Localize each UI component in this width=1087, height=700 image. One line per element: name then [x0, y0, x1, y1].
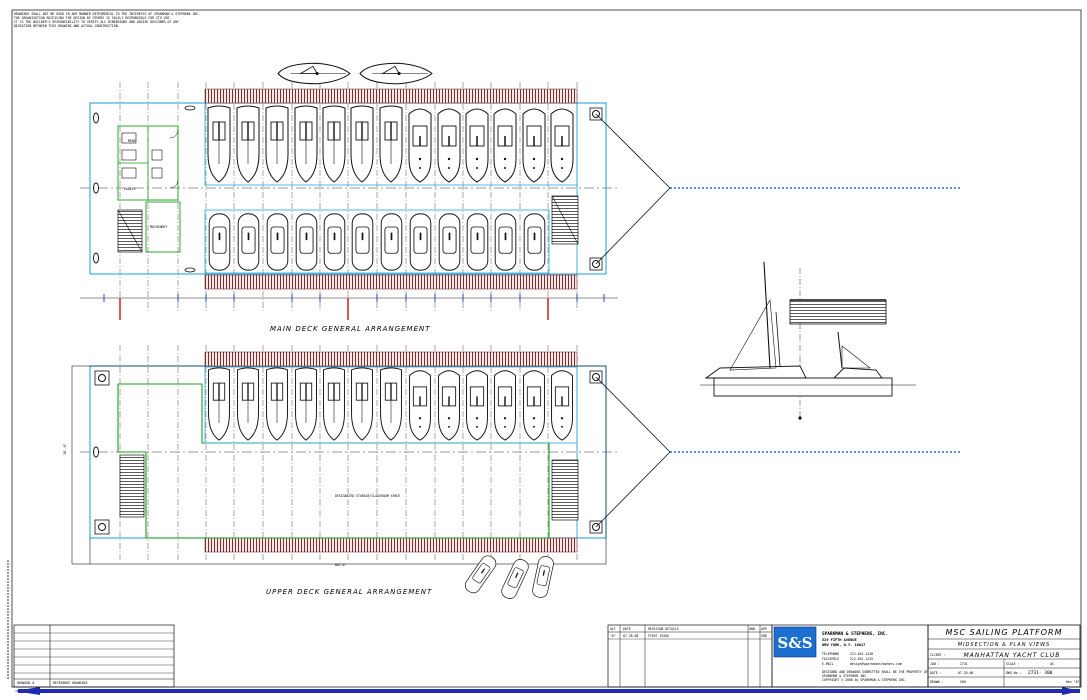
title-block: MSC SAILING PLATFORM MIDSECTION & PLAN V… — [927, 624, 1081, 688]
midsection-view — [700, 261, 916, 420]
reference-col-header: DRAWING # — [17, 681, 34, 685]
dwg-label: DWG No : — [1006, 671, 1021, 675]
drawing-subtitle: MIDSECTION & PLAN VIEWS — [958, 642, 1050, 648]
reference-col-header: REFERENCE DRAWINGS — [53, 681, 88, 685]
revision-table: ALT DATE REVISION DETAILS DWN APP "0" 07… — [607, 624, 773, 688]
date-label: DATE : — [930, 671, 942, 675]
company-note: DESIGNED AND DRAWING SUBMITTED SHALL BE … — [822, 670, 928, 674]
job-label: JOB : — [930, 662, 940, 666]
drawn-value: SHU — [960, 680, 966, 684]
revision-col-header: DWN — [749, 627, 755, 631]
revision-col-header: APP — [761, 627, 767, 631]
company-name: SPARKMAN & STEPHENS, INC. — [822, 631, 888, 637]
main-deck-rail-top — [204, 88, 578, 104]
sailboat-side — [359, 62, 433, 85]
scale-value: AS — [1050, 662, 1054, 666]
stacked-boats — [461, 552, 556, 602]
company-contact-label: E-MAIL — [822, 662, 834, 666]
upper-deck-rail-bottom — [204, 537, 578, 553]
note-line: IT IS THE BUILDER'S RESPONSIBILITY TO VE… — [14, 20, 179, 24]
upper-deck-rail-top — [204, 351, 578, 367]
client-label: CLIENT : — [930, 653, 945, 657]
job-number: 2731 — [960, 662, 968, 666]
company-logo-text: S&S — [777, 634, 812, 652]
company-address: NEW YORK, N.Y. 10017 — [822, 643, 865, 647]
date-value: 07-28-08 — [958, 671, 973, 675]
revision-col-header: ALT — [610, 627, 616, 631]
bottom-blue-strip — [18, 689, 1080, 693]
client-name: MANHATTAN YACHT CLUB — [964, 652, 1061, 659]
note-line: DRAWINGS SHALL NOT BE USED IN ANY MANNER… — [14, 12, 200, 16]
machinery-room — [145, 201, 181, 253]
note-line: THE ORGANIZATION RECEIVING THE DESIGN BY… — [14, 16, 171, 20]
drawn-label: DRAWN : — [930, 680, 944, 684]
main-deck-rail-bottom — [204, 274, 578, 290]
company-copyright: COPYRIGHT © 2008 by SPARKMAN & STEPHENS … — [822, 678, 907, 682]
company-phone: 212-661-1240 — [850, 652, 873, 656]
dimension-label: 30'-0" — [63, 443, 67, 455]
upper-deck-stair-left — [119, 454, 145, 518]
sailboat-side — [277, 62, 351, 85]
reference-drawings-table: DRAWING # REFERENCE DRAWINGS — [13, 624, 175, 688]
company-fax: 212-661-1235 — [850, 657, 873, 661]
scale-label: SCALE : — [1006, 662, 1020, 666]
revision-col-header: REVISION DETAILS — [648, 627, 679, 631]
revision-cell: FIRST ISSUE — [648, 634, 669, 638]
company-note: SPARKMAN & STEPHENS INC. — [822, 674, 868, 678]
sheet-border — [11, 9, 1082, 688]
main-deck-title: MAIN DECK GENERAL ARRANGEMENT — [270, 325, 431, 333]
note-line: DEVIATION BETWEEN THIS DRAWING AND ACTUA… — [14, 24, 120, 28]
revision-value: Rev "0" — [1066, 680, 1080, 684]
company-contact-label: FACSIMILE — [822, 657, 839, 661]
company-block: S&S SPARKMAN & STEPHENS, INC. 529 FIFTH … — [771, 624, 929, 688]
upper-deck-enclosure — [117, 383, 550, 539]
dimension-label: BOT-0" — [335, 563, 347, 567]
revision-col-header: DATE — [623, 627, 631, 631]
main-deck-stair-right — [551, 195, 579, 245]
mens-label: MENS — [128, 139, 136, 143]
main-deck-plan: MENS LADIES MACHINERY — [80, 62, 962, 333]
upper-deck-plan: DESIGNATED STORAGE/CLASSROOM SPACE BOT-0… — [63, 345, 962, 602]
company-email: design@sparkmanstephens.com — [850, 662, 902, 666]
revision-cell: 07-28-08 — [623, 634, 638, 638]
general-notes: DRAWINGS SHALL NOT BE USED IN ANY MANNER… — [14, 12, 200, 28]
project-title: MSC SAILING PLATFORM — [946, 628, 1063, 637]
upper-deck-stair-right — [551, 459, 579, 521]
main-deck-stair-left — [117, 209, 143, 253]
upper-deck-title: UPPER DECK GENERAL ARRANGEMENT — [266, 588, 432, 596]
company-logo — [773, 626, 817, 658]
revision-cell: "0" — [610, 634, 616, 638]
company-address: 529 FIFTH AVENUE — [822, 638, 857, 642]
open-area-label: DESIGNATED STORAGE/CLASSROOM SPACE — [335, 494, 400, 498]
dwg-number: 2731- 300 — [1028, 670, 1053, 676]
machinery-label: MACHINERY — [150, 225, 167, 229]
revision-cell: SBD — [761, 634, 767, 638]
company-contact-label: TELEPHONE — [822, 652, 839, 656]
ladies-label: LADIES — [124, 187, 136, 191]
